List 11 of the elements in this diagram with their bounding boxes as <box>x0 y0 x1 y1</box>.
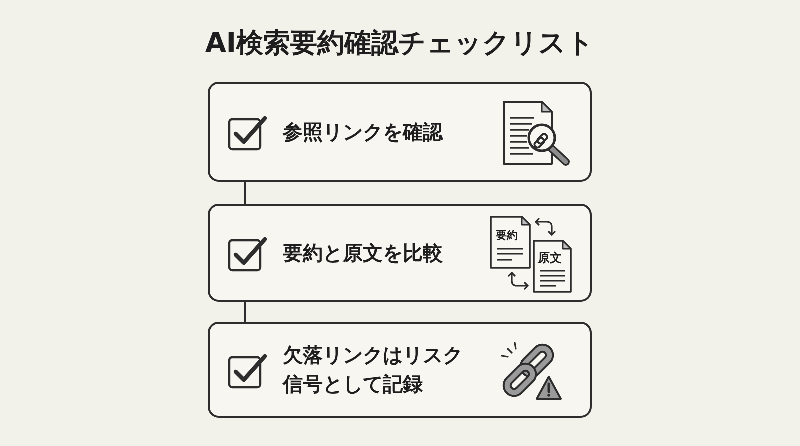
checklist-card <box>208 204 592 302</box>
document-title-label: 原文 <box>538 252 562 264</box>
title-heading: AI検索要約確認チェックリスト <box>206 27 594 61</box>
checklist-card <box>208 322 592 418</box>
connector-line <box>244 182 246 204</box>
checklist-card <box>208 82 592 182</box>
step-text: 要約と原文を比較 <box>283 240 444 266</box>
document-title-label: 要約 <box>496 230 518 241</box>
step-text: 欠落リンクはリスク信号として記録 <box>283 342 464 398</box>
step-text: 参照リンクを確認 <box>283 118 444 146</box>
connector-line <box>244 302 246 322</box>
